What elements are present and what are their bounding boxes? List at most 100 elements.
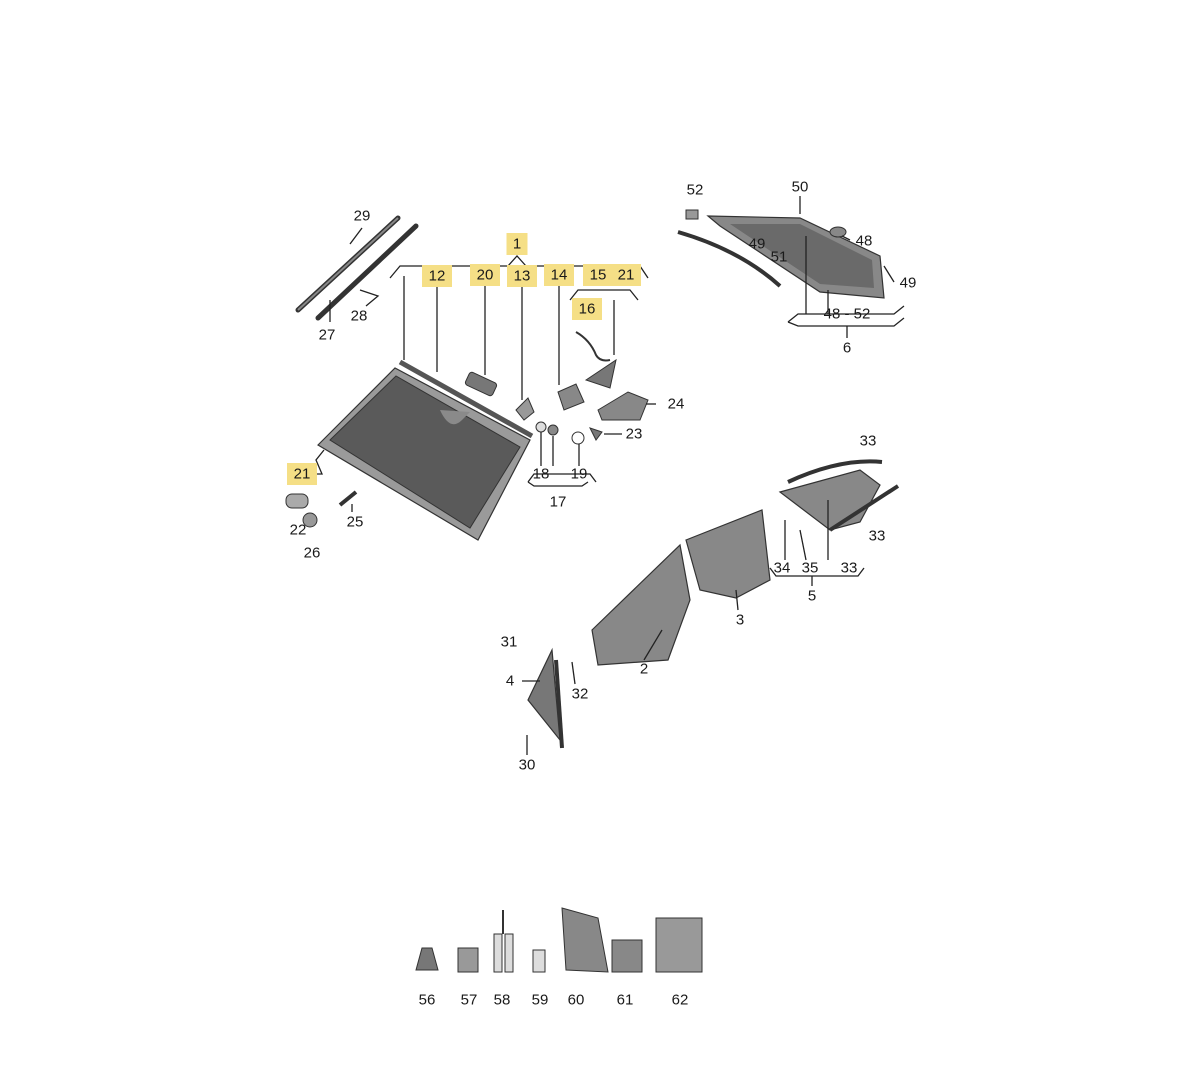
callout-27[interactable]: 27 <box>319 327 336 344</box>
callout-label[interactable]: 49 <box>749 236 766 253</box>
callout-24[interactable]: 24 <box>668 396 685 413</box>
callout-34[interactable]: 34 <box>774 560 791 577</box>
callout-5[interactable]: 5 <box>808 588 816 605</box>
callout-3[interactable]: 3 <box>736 612 744 629</box>
callout-label[interactable]: 15 <box>590 267 607 284</box>
callout-2[interactable]: 2 <box>640 661 648 678</box>
callout-33[interactable]: 33 <box>841 560 858 577</box>
callout-label[interactable]: 57 <box>461 992 478 1009</box>
callout-label[interactable]: 48 - 52 <box>824 306 871 323</box>
callout-label[interactable]: 23 <box>626 426 643 443</box>
callout-label[interactable]: 33 <box>869 528 886 545</box>
callout-13[interactable]: 13 <box>507 265 537 287</box>
callout-48-52[interactable]: 48 - 52 <box>824 306 871 323</box>
callout-label[interactable]: 4 <box>506 673 514 690</box>
callout-label[interactable]: 31 <box>501 634 518 651</box>
callout-18[interactable]: 18 <box>533 466 550 483</box>
callout-12[interactable]: 12 <box>422 265 452 287</box>
callout-23[interactable]: 23 <box>626 426 643 443</box>
callout-32[interactable]: 32 <box>572 686 589 703</box>
callout-33[interactable]: 33 <box>869 528 886 545</box>
callout-label[interactable]: 19 <box>571 466 588 483</box>
callout-label[interactable]: 33 <box>841 560 858 577</box>
callout-label[interactable]: 48 <box>856 233 873 250</box>
callout-label[interactable]: 20 <box>477 267 494 284</box>
callout-label[interactable]: 60 <box>568 992 585 1009</box>
callout-label[interactable]: 21 <box>294 466 311 483</box>
callout-14[interactable]: 14 <box>544 264 574 286</box>
callout-35[interactable]: 35 <box>802 560 819 577</box>
callout-21[interactable]: 21 <box>287 463 317 485</box>
callout-label[interactable]: 13 <box>514 268 531 285</box>
callout-label[interactable]: 18 <box>533 466 550 483</box>
callout-label[interactable]: 12 <box>429 268 446 285</box>
callout-label[interactable]: 17 <box>550 494 567 511</box>
callout-highlight <box>583 264 613 286</box>
moulding-29 <box>295 215 419 321</box>
callout-label[interactable]: 2 <box>640 661 648 678</box>
callout-58[interactable]: 58 <box>494 992 511 1009</box>
callout-label[interactable]: 24 <box>668 396 685 413</box>
callout-label[interactable]: 5 <box>808 588 816 605</box>
callout-60[interactable]: 60 <box>568 992 585 1009</box>
callout-16[interactable]: 16 <box>572 298 602 320</box>
callout-label[interactable]: 26 <box>304 545 321 562</box>
callout-4[interactable]: 4 <box>506 673 514 690</box>
callout-52[interactable]: 52 <box>687 182 704 199</box>
callout-49[interactable]: 49 <box>900 275 917 292</box>
callout-30[interactable]: 30 <box>519 757 536 774</box>
callout-label[interactable]: 50 <box>792 179 809 196</box>
callout-20[interactable]: 20 <box>470 264 500 286</box>
callout-6[interactable]: 6 <box>843 340 851 357</box>
callout-26[interactable]: 26 <box>304 545 321 562</box>
callout-label[interactable]: 33 <box>860 433 877 450</box>
callout-21[interactable]: 21 <box>611 264 641 286</box>
callout-label[interactable]: 52 <box>687 182 704 199</box>
callout-label[interactable]: 27 <box>319 327 336 344</box>
callout-label[interactable]: 51 <box>771 249 788 266</box>
callout-label[interactable]: 56 <box>419 992 436 1009</box>
callout-label[interactable]: 22 <box>290 522 307 539</box>
callout-label[interactable]: 6 <box>843 340 851 357</box>
callout-51[interactable]: 51 <box>771 249 788 266</box>
callout-61[interactable]: 61 <box>617 992 634 1009</box>
callout-31[interactable]: 31 <box>501 634 518 651</box>
callout-label[interactable]: 30 <box>519 757 536 774</box>
callout-label[interactable]: 25 <box>347 514 364 531</box>
callout-highlight <box>506 233 528 255</box>
callout-22[interactable]: 22 <box>290 522 307 539</box>
callout-label[interactable]: 59 <box>532 992 549 1009</box>
callout-label[interactable]: 21 <box>618 267 635 284</box>
callout-62[interactable]: 62 <box>672 992 689 1009</box>
callout-15[interactable]: 15 <box>583 264 613 286</box>
callout-label[interactable]: 3 <box>736 612 744 629</box>
callout-label[interactable]: 16 <box>579 301 596 318</box>
callout-label[interactable]: 58 <box>494 992 511 1009</box>
callout-48[interactable]: 48 <box>856 233 873 250</box>
callout-25[interactable]: 25 <box>347 514 364 531</box>
callout-label[interactable]: 62 <box>672 992 689 1009</box>
callout-17[interactable]: 17 <box>550 494 567 511</box>
callout-label[interactable]: 29 <box>354 208 371 225</box>
callout-label[interactable]: 35 <box>802 560 819 577</box>
callout-49[interactable]: 49 <box>749 236 766 253</box>
callout-1[interactable]: 1 <box>506 233 528 255</box>
callout-57[interactable]: 57 <box>461 992 478 1009</box>
callout-label[interactable]: 61 <box>617 992 634 1009</box>
callout-33[interactable]: 33 <box>860 433 877 450</box>
callout-29[interactable]: 29 <box>354 208 371 225</box>
callout-label[interactable]: 49 <box>900 275 917 292</box>
callout-label[interactable]: 32 <box>572 686 589 703</box>
callout-56[interactable]: 56 <box>419 992 436 1009</box>
callout-label[interactable]: 28 <box>351 308 368 325</box>
callout-28[interactable]: 28 <box>351 308 368 325</box>
callout-19[interactable]: 19 <box>571 466 588 483</box>
callout-59[interactable]: 59 <box>532 992 549 1009</box>
callout-label[interactable]: 1 <box>513 236 521 253</box>
callout-label[interactable]: 14 <box>551 267 568 284</box>
consumables <box>415 907 703 973</box>
callout-label[interactable]: 34 <box>774 560 791 577</box>
callout-50[interactable]: 50 <box>792 179 809 196</box>
callout-highlight <box>611 264 641 286</box>
